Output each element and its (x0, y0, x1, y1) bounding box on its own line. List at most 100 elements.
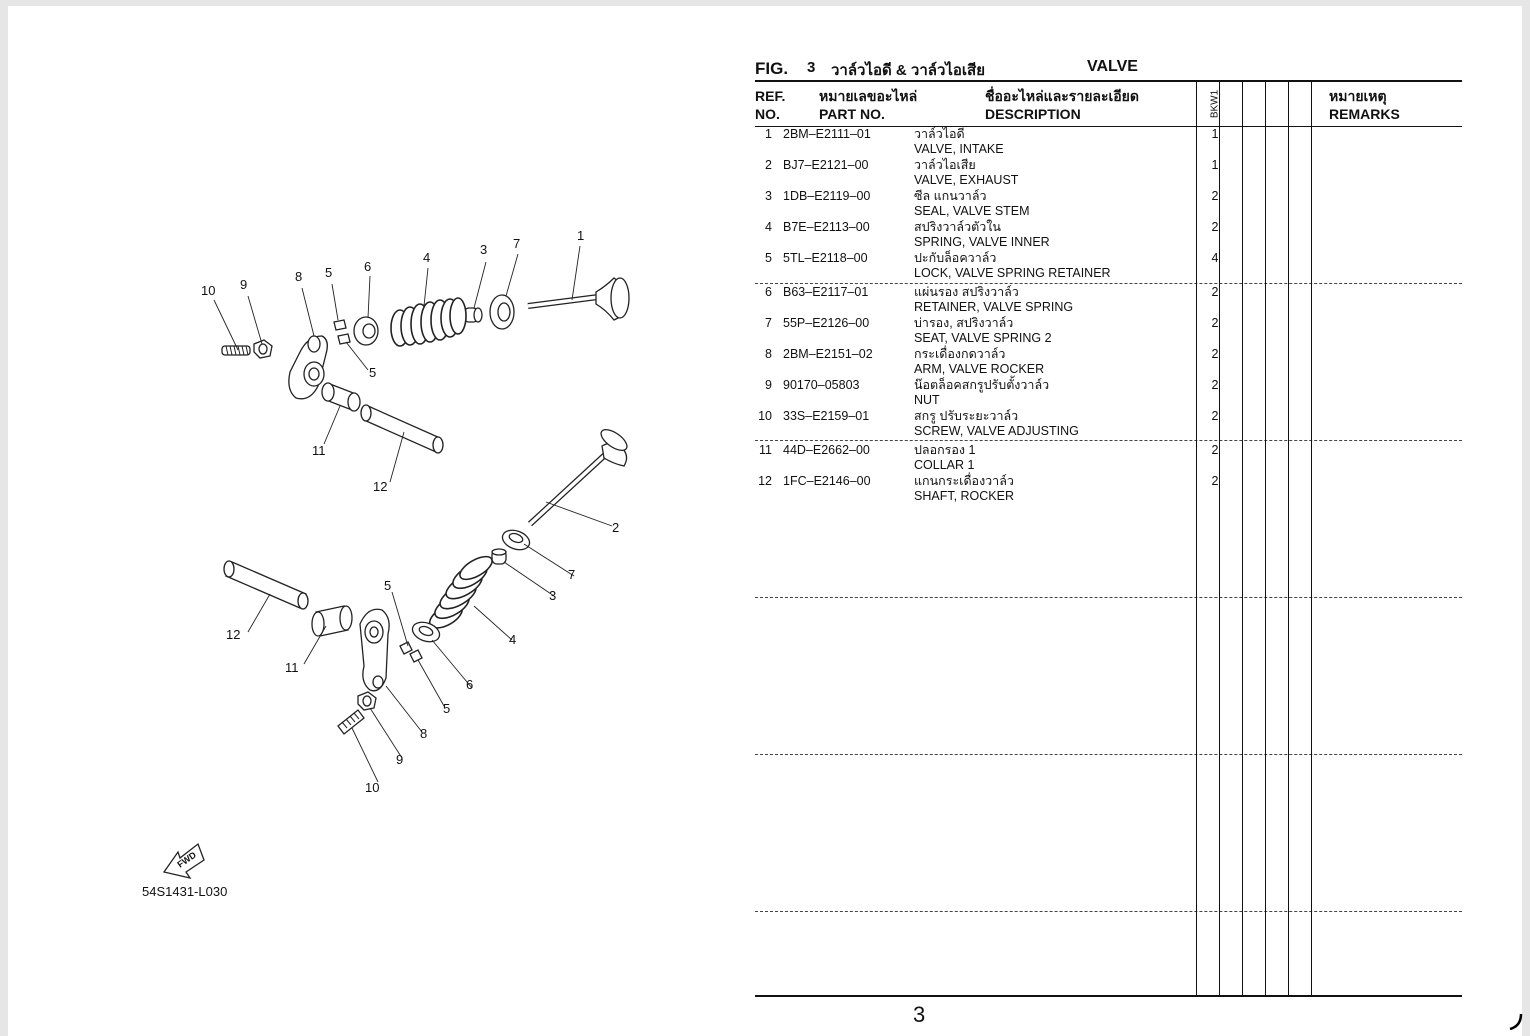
description-english-cell: VALVE, INTAKE (914, 141, 1004, 156)
column-divider (1311, 80, 1312, 997)
seal-part-upper (463, 307, 483, 323)
callout-5b: 5 (369, 365, 376, 380)
callout-5c: 5 (384, 578, 391, 593)
quantity-cell: 1 (1211, 158, 1219, 172)
table-bottom-rule (755, 995, 1462, 997)
callout-7: 7 (513, 236, 520, 251)
part-number-cell: 1FC–E2146–00 (783, 474, 871, 488)
screw-part-lower (337, 709, 365, 735)
part-number-cell: 5TL–E2118–00 (783, 251, 868, 265)
header-model: BKW1 (1209, 89, 1221, 119)
quantity-cell: 2 (1211, 409, 1219, 423)
fig-label: FIG. (755, 59, 789, 78)
quantity-cell: 4 (1211, 251, 1219, 265)
callout-4b: 4 (509, 632, 516, 647)
screw-part-upper (221, 345, 251, 356)
description-thai-cell: ซีล แกนวาล์ว (914, 189, 987, 203)
description-english-cell: SEAL, VALVE STEM (914, 203, 1030, 218)
callout-2: 2 (612, 520, 619, 535)
callout-6: 6 (364, 259, 371, 274)
description-english-cell: SHAFT, ROCKER (914, 488, 1015, 503)
description-thai-cell: ปลอกรอง 1 (914, 443, 976, 457)
fwd-arrow-icon: FWD (162, 842, 205, 880)
part-number-cell: 2BM–E2111–01 (783, 127, 871, 141)
header-part-no: หมายเลขอะไหล่ PART NO. (819, 88, 918, 122)
description-thai-cell: ปะกับล็อควาล์ว (914, 251, 997, 265)
group-divider (755, 754, 1462, 755)
description-english-cell: RETAINER, VALVE SPRING (914, 299, 1074, 314)
quantity-cell: 2 (1211, 474, 1219, 488)
description-english-cell: ARM, VALVE ROCKER (914, 361, 1045, 376)
description-english-cell: SPRING, VALVE INNER (914, 234, 1050, 249)
quantity-cell: 2 (1211, 378, 1219, 392)
table-top-rule (755, 80, 1462, 82)
description-english-cell: VALVE, EXHAUST (914, 172, 1019, 187)
description-english-cell: SEAT, VALVE SPRING 2 (914, 330, 1052, 345)
nut-part-upper (253, 339, 273, 359)
exploded-diagram: 10 9 8 5 6 4 3 7 1 5 11 12 2 7 3 4 5 12 … (162, 228, 630, 880)
ref-cell: 7 (765, 316, 772, 330)
fig-title-thai: วาล์วไอดี & วาล์วไอเสีย (831, 62, 986, 79)
description-english-cell: LOCK, VALVE SPRING RETAINER (914, 265, 1111, 280)
ref-cell: 12 (758, 474, 772, 488)
callout-11: 11 (312, 443, 326, 458)
callout-3b: 3 (549, 588, 556, 603)
description-thai-cell: วาล์วไอดี (914, 127, 965, 141)
seat-part-upper (489, 294, 515, 330)
part-number-cell: 90170–05803 (783, 378, 860, 392)
retainer-part-upper (353, 316, 379, 346)
ref-cell: 8 (765, 347, 772, 361)
spring-part-lower (428, 555, 493, 629)
shaft-part-lower (223, 560, 309, 610)
header-description: ชื่ออะไหล่และรายละเอียด DESCRIPTION (985, 88, 1139, 122)
fig-number: 3 (807, 59, 816, 76)
fig-title-english: VALVE (1087, 58, 1138, 75)
part-number-cell: BJ7–E2121–00 (783, 158, 869, 172)
part-number-cell: 1DB–E2119–00 (783, 189, 871, 203)
group-divider (755, 911, 1462, 912)
column-divider (1242, 80, 1243, 997)
page-number: 3 (913, 1002, 926, 1027)
collar-part-lower (311, 605, 353, 637)
callout-10b: 10 (365, 780, 379, 795)
quantity-cell: 2 (1211, 220, 1219, 234)
spring-part-upper (390, 297, 467, 347)
callout-7b: 7 (568, 567, 575, 582)
ref-cell: 2 (765, 158, 772, 172)
callout-12b: 12 (226, 627, 240, 642)
leader-lines (213, 245, 613, 783)
rocker-arm-part-lower (359, 608, 390, 692)
ref-cell: 5 (765, 251, 772, 265)
exhaust-valve-part (527, 429, 628, 527)
quantity-cell: 2 (1211, 443, 1219, 457)
callout-8: 8 (295, 269, 302, 284)
callout-6b: 6 (466, 677, 473, 692)
callout-5d: 5 (443, 701, 450, 716)
description-thai-cell: แกนกระเดื่องวาล์ว (914, 474, 1014, 488)
quantity-cell: 2 (1211, 189, 1219, 203)
column-divider (1219, 80, 1220, 997)
column-divider (1265, 80, 1266, 997)
nut-part-lower (357, 691, 377, 711)
column-divider (1288, 80, 1289, 997)
lock-part-upper (333, 319, 351, 345)
description-english-cell: SCREW, VALVE ADJUSTING (914, 423, 1079, 438)
part-number-cell: 2BM–E2151–02 (783, 347, 873, 361)
description-thai-cell: บ่ารอง, สปริงวาล์ว (914, 316, 1014, 330)
callout-5: 5 (325, 265, 332, 280)
table-header-rule (755, 126, 1462, 127)
intake-valve-part (527, 277, 630, 321)
description-thai-cell: วาล์วไอเสีย (914, 158, 976, 172)
description-english-cell: COLLAR 1 (914, 457, 975, 472)
parts-table: REF. NO. หมายเลขอะไหล่ PART NO. ชื่ออะไห… (755, 80, 1462, 998)
part-number-cell: 33S–E2159–01 (783, 409, 870, 423)
callout-9b: 9 (396, 752, 403, 767)
header-ref: REF. NO. (755, 88, 786, 122)
